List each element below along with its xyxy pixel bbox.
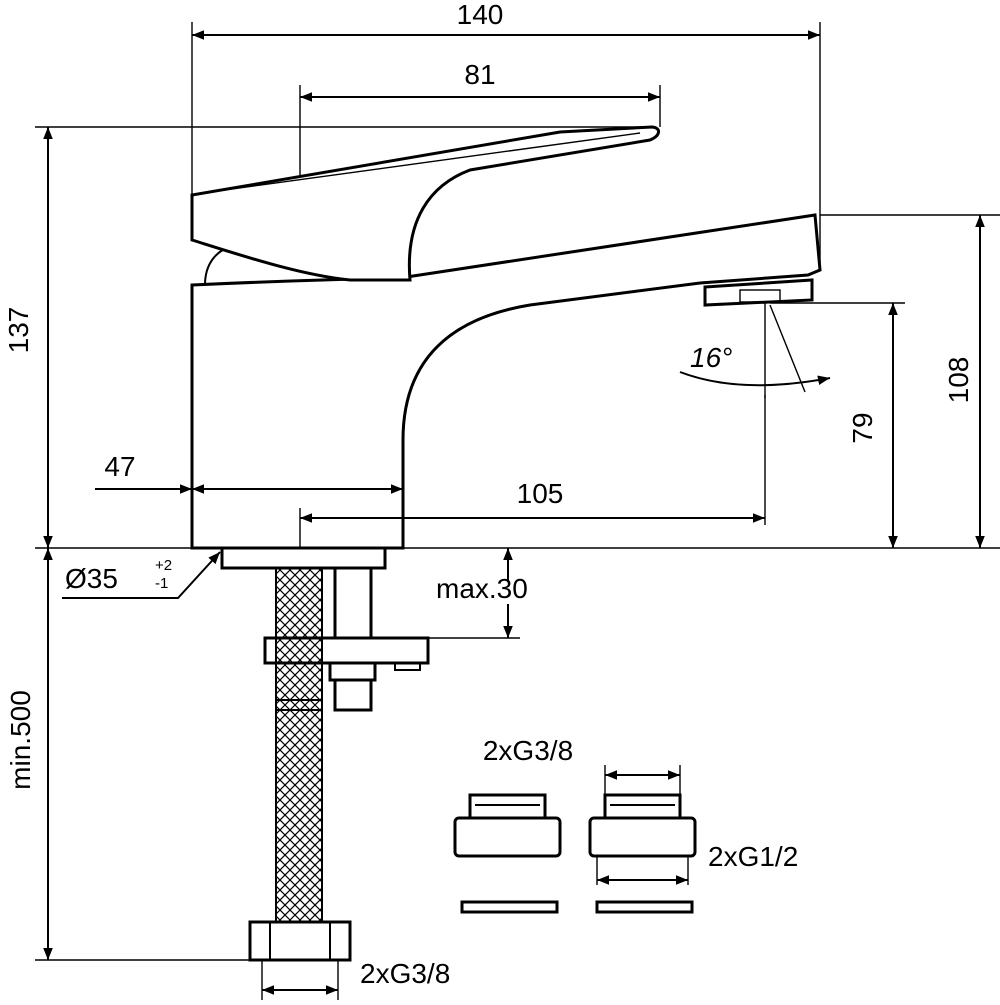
dim-outlet-clearance: 79 bbox=[847, 412, 878, 443]
base-plate bbox=[220, 546, 387, 570]
dim-outlet-angle: 16° bbox=[690, 342, 732, 373]
dim-adapter-thread-in: 2xG3/8 bbox=[483, 735, 573, 766]
braided-hose bbox=[275, 567, 323, 923]
dim-hose-length: min.500 bbox=[5, 690, 36, 790]
dim-hole-tol-plus: +2 bbox=[155, 557, 172, 574]
dim-hole-diameter: Ø35 bbox=[65, 563, 118, 594]
aerator bbox=[703, 278, 814, 307]
extension-lines bbox=[35, 22, 1000, 1000]
dim-adapter-thread-out: 2xG1/2 bbox=[708, 841, 798, 872]
dim-max-counter-thickness: max.30 bbox=[436, 573, 528, 604]
lever-handle bbox=[190, 125, 660, 282]
dim-lever-length: 81 bbox=[464, 59, 495, 90]
dimension-lines bbox=[43, 30, 985, 995]
dim-spout-height: 108 bbox=[943, 357, 974, 404]
dim-overall-height: 137 bbox=[3, 307, 34, 354]
hose-nut bbox=[248, 920, 352, 962]
dim-spout-reach: 105 bbox=[517, 478, 564, 509]
adapter-left bbox=[453, 793, 562, 914]
dimension-labels: 140 81 137 108 79 47 105 16° Ø35 +2 -1 m… bbox=[3, 0, 974, 989]
adapter-right bbox=[588, 793, 697, 914]
dim-overall-width: 140 bbox=[457, 0, 504, 30]
dim-hose-thread: 2xG3/8 bbox=[360, 958, 450, 989]
dim-body-depth: 47 bbox=[104, 451, 135, 482]
dim-hole-tol-minus: -1 bbox=[155, 575, 168, 592]
